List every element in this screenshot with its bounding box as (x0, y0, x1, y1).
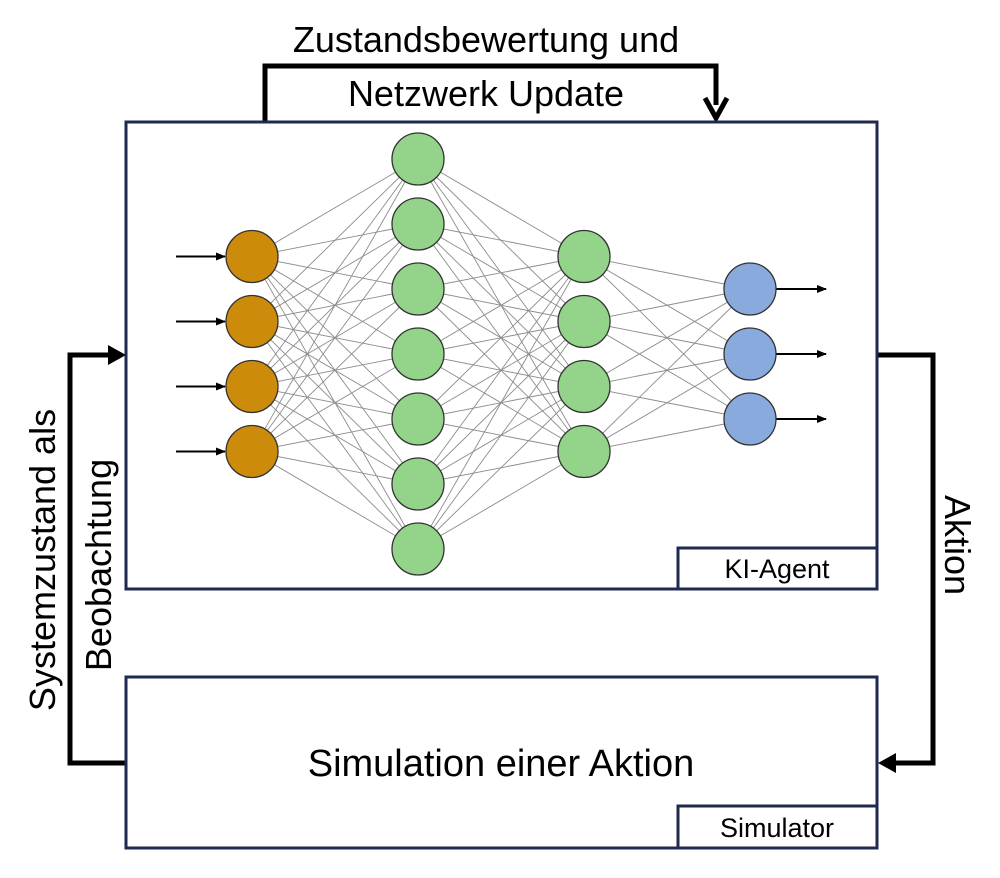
connection-line (417, 256, 585, 485)
connection-line (417, 158, 585, 257)
connection-line (583, 288, 751, 452)
agent-tag: KI-Agent (676, 546, 879, 591)
connection-line (251, 158, 419, 322)
connection-line (251, 158, 419, 452)
hidden-neuron (391, 457, 445, 511)
observation-label-line2: Beobachtung (78, 459, 119, 671)
simulator-tag: Simulator (676, 804, 879, 850)
hidden-neuron (391, 522, 445, 576)
hidden-neuron (557, 229, 611, 284)
output-neuron (723, 392, 777, 446)
update-arrow (262, 63, 730, 124)
hidden-neuron (391, 197, 445, 251)
agent-tag-label: KI-Agent (724, 554, 830, 584)
connection-line (583, 418, 751, 452)
connection-line (251, 418, 419, 452)
connection-line (417, 223, 585, 257)
connection-line (583, 256, 751, 290)
connection-line (417, 256, 585, 550)
hidden-neuron (391, 327, 445, 381)
connection-line (251, 451, 419, 485)
hidden-neuron (391, 392, 445, 446)
output-neuron (723, 262, 777, 316)
hidden-neuron (557, 359, 611, 414)
hidden-neuron (557, 294, 611, 349)
hidden-neuron (557, 424, 611, 479)
update-label-line1: Zustandsbewertung und (293, 19, 679, 60)
input-neuron (225, 294, 279, 349)
observation-arrow (67, 345, 126, 766)
connection-line (251, 158, 419, 387)
output-neuron (723, 327, 777, 381)
network-io-arrows (176, 252, 827, 456)
connection-line (251, 353, 419, 452)
hidden-neuron (391, 132, 445, 186)
connection-line (583, 353, 751, 452)
connection-line (251, 451, 419, 550)
hidden-neuron (391, 262, 445, 316)
connection-line (251, 223, 419, 452)
connection-line (583, 288, 751, 387)
network-neurons (225, 132, 777, 576)
connection-line (417, 321, 585, 550)
connection-line (417, 256, 585, 420)
connection-line (417, 451, 585, 550)
input-neuron (225, 229, 279, 284)
simulator-title: Simulation einer Aktion (308, 743, 695, 785)
connection-line (417, 386, 585, 550)
input-neuron (225, 359, 279, 414)
connection-line (251, 158, 419, 257)
input-neuron (225, 424, 279, 479)
network-connections (251, 158, 751, 550)
connection-line (417, 256, 585, 290)
simulator-tag-label: Simulator (720, 813, 834, 843)
connection-line (583, 288, 751, 322)
update-label-line2: Netzwerk Update (348, 73, 624, 114)
connection-line (251, 288, 419, 452)
action-label: Aktion (937, 495, 978, 595)
observation-label-line1: Systemzustand als (22, 409, 63, 711)
connection-line (417, 256, 585, 355)
action-arrow (878, 352, 936, 773)
